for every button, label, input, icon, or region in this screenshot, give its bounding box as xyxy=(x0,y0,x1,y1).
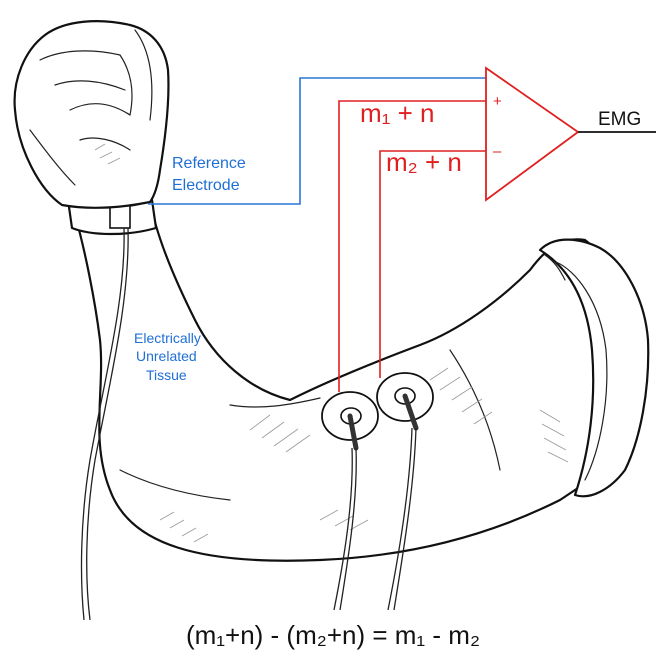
input-plus-label: m₁ + n xyxy=(360,98,435,128)
output-label: EMG xyxy=(598,109,641,130)
tissue-label-line1: Electrically xyxy=(134,330,201,346)
differential-amplifier: + – xyxy=(486,68,656,200)
reference-label-line2: Electrode xyxy=(172,177,240,194)
minus-sign: – xyxy=(493,143,502,160)
input-minus-label: m₂ + n xyxy=(386,147,462,177)
arm-illustration xyxy=(15,21,649,561)
difference-formula: (m₁+n) - (m₂+n) = m₁ - m₂ xyxy=(186,620,480,650)
plus-sign: + xyxy=(493,93,502,110)
amplifier-triangle xyxy=(486,68,578,200)
reference-label-line1: Reference xyxy=(172,155,246,172)
tissue-label-line3: Tissue xyxy=(146,367,187,383)
tissue-label-line2: Unrelated xyxy=(136,348,197,364)
